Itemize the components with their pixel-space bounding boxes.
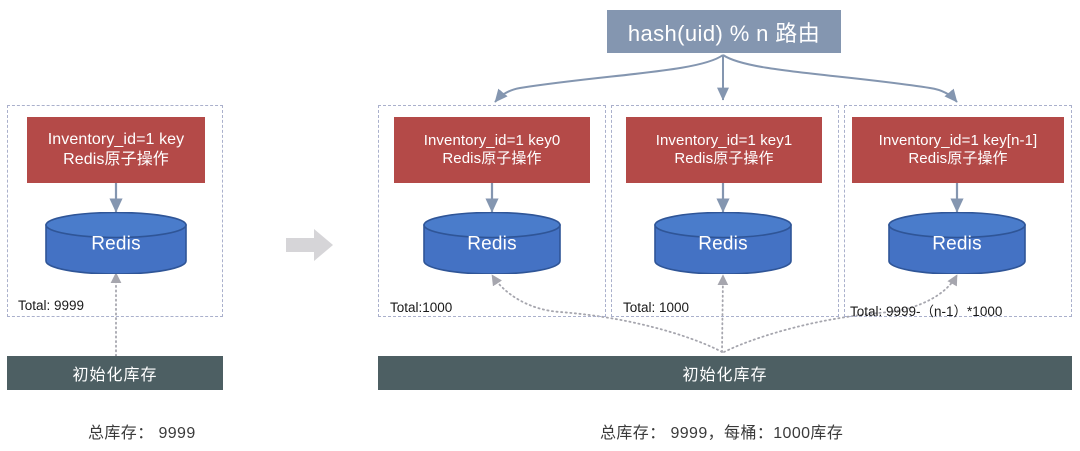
cylinder-shape [888, 211, 1026, 275]
hash-router-box[interactable]: hash(uid) % n 路由 [607, 10, 841, 53]
right-init-bar[interactable]: 初始化库存 [378, 356, 1072, 390]
hash-router-label: hash(uid) % n 路由 [627, 20, 821, 46]
bucket-0-op-box[interactable]: Inventory_id=1 key0 Redis原子操作 [394, 117, 590, 183]
cylinder-shape [423, 211, 561, 275]
right-init-bar-label: 初始化库存 [682, 367, 768, 384]
bucket-1-op-line2: Redis原子操作 [674, 150, 774, 167]
bucket-0-op-line1: Inventory_id=1 key0 [423, 131, 561, 149]
left-init-bar-label: 初始化库存 [72, 367, 158, 384]
bucket-0-redis-cylinder[interactable]: Redis [422, 211, 562, 275]
bucket-1-redis-cylinder[interactable]: Redis [653, 211, 793, 275]
cylinder-shape [45, 211, 187, 275]
bucket-2-op-line2: Redis原子操作 [908, 150, 1008, 167]
transition-right-arrow-icon [286, 228, 334, 262]
bucket-2-total-text: Total: 9999-（n-1）*1000 [850, 304, 1003, 319]
bucket-2-redis-cylinder[interactable]: Redis [887, 211, 1027, 275]
bucket-1-op-line1: Inventory_id=1 key1 [655, 131, 793, 149]
bucket-2-op-line1: Inventory_id=1 key[n-1] [878, 131, 1038, 149]
left-op-box-line1: Inventory_id=1 key [47, 131, 185, 149]
left-redis-cylinder[interactable]: Redis [44, 211, 188, 275]
left-caption: 总库存： 9999 [88, 425, 196, 442]
left-total-text: Total: 9999 [18, 298, 85, 313]
bucket-2-op-box[interactable]: Inventory_id=1 key[n-1] Redis原子操作 [852, 117, 1064, 183]
left-op-box[interactable]: Inventory_id=1 key Redis原子操作 [27, 117, 205, 183]
bucket-0-total-text: Total:1000 [390, 300, 453, 315]
bucket-1-total-text: Total: 1000 [623, 300, 690, 315]
bucket-0-op-line2: Redis原子操作 [442, 150, 542, 167]
left-op-box-line2: Redis原子操作 [63, 151, 169, 168]
bucket-container-1 [611, 105, 839, 317]
bucket-container-2 [844, 105, 1072, 317]
bucket-container-0 [378, 105, 606, 317]
bucket-1-op-box[interactable]: Inventory_id=1 key1 Redis原子操作 [626, 117, 822, 183]
cylinder-shape [654, 211, 792, 275]
left-bucket-container [7, 105, 223, 317]
right-caption: 总库存： 9999，每桶：1000库存 [600, 425, 844, 442]
left-init-bar[interactable]: 初始化库存 [7, 356, 223, 390]
router-arrow-left [494, 54, 724, 103]
router-arrow-right [722, 54, 958, 103]
